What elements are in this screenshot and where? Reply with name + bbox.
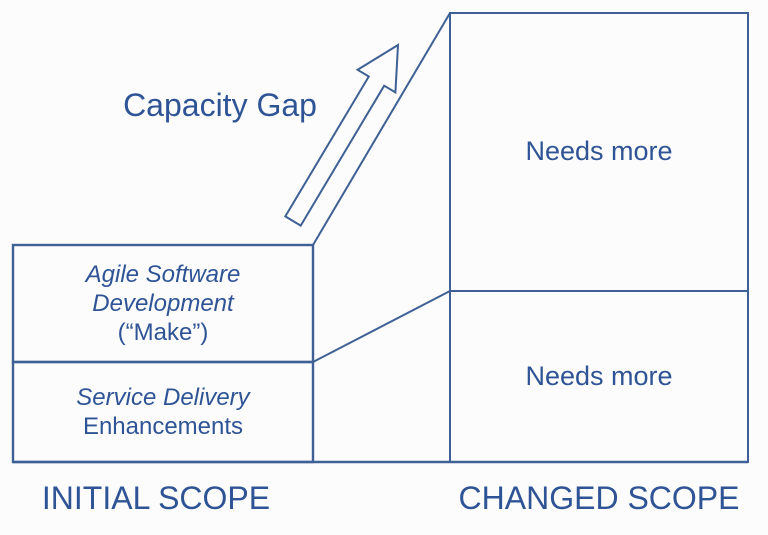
needs-more-bottom-label: Needs more: [525, 360, 673, 391]
connector-middle-diagonal: [312, 290, 451, 363]
agile-box-line-3: (“Make”): [117, 319, 209, 346]
service-box-line-2: Enhancements: [82, 413, 244, 440]
connector-top-diagonal: [312, 12, 451, 246]
service-box-line-1: Service Delivery: [76, 384, 250, 411]
capacity-gap-arrow-icon: [283, 43, 400, 227]
capacity-gap-label: Capacity Gap: [123, 87, 317, 123]
agile-software-box-text: Agile Software Development (“Make”): [13, 245, 313, 362]
needs-more-top-label: Needs more: [525, 136, 673, 167]
service-delivery-box-text: Service Delivery Enhancements: [13, 362, 313, 462]
changed-scope-label: CHANGED SCOPE: [458, 480, 740, 516]
agile-box-line-2: Development: [92, 290, 234, 317]
initial-scope-label: INITIAL SCOPE: [41, 480, 271, 516]
agile-box-line-1: Agile Software: [85, 261, 241, 288]
